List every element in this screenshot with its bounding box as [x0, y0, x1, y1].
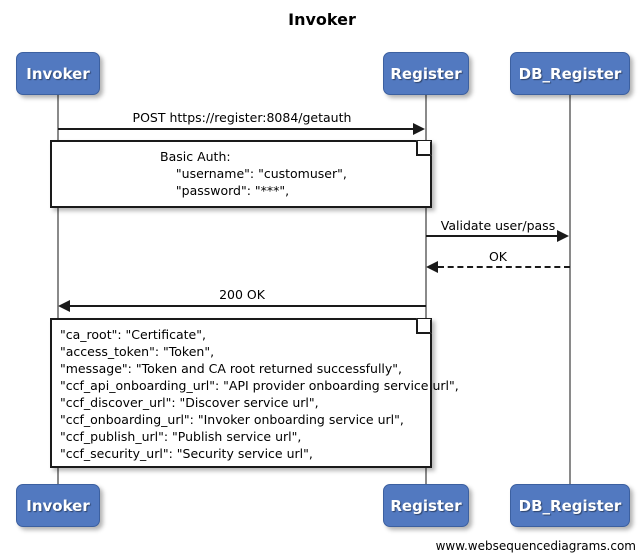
participant-label: Register [390, 64, 462, 83]
participant-invoker-bottom[interactable]: Invoker [16, 484, 100, 527]
lifeline-db-register [569, 95, 571, 491]
participant-label: DB_Register [518, 496, 622, 515]
note-response-line-5: "ccf_onboarding_url": "Invoker onboardin… [60, 412, 404, 427]
message-line-post-getauth [58, 128, 414, 130]
note-basic-auth-line-2: "password": "***", [160, 183, 290, 198]
note-response: "ca_root": "Certificate", "access_token"… [50, 318, 459, 468]
message-label-validate-user-pass: Validate user/pass [440, 218, 556, 233]
lifeline-invoker [57, 95, 59, 491]
note-response-line-3: "ccf_api_onboarding_url": "API provider … [60, 378, 459, 393]
participant-register-bottom[interactable]: Register [383, 484, 469, 527]
lifeline-register [425, 95, 427, 491]
page-title: Invoker [288, 10, 356, 29]
participant-label: DB_Register [518, 64, 622, 83]
participant-db-register-top[interactable]: DB_Register [510, 52, 630, 95]
note-basic-auth: Basic Auth: "username": "customuser", "p… [50, 140, 432, 208]
message-label-ok: OK [488, 249, 508, 264]
participant-label: Register [390, 496, 462, 515]
note-basic-auth-line-0: Basic Auth: [160, 149, 231, 164]
note-response-line-2: "message": "Token and CA root returned s… [60, 361, 403, 376]
participant-invoker-top[interactable]: Invoker [16, 52, 100, 95]
participant-label: Invoker [26, 496, 90, 515]
message-arrowhead-200-ok [58, 300, 70, 312]
message-arrowhead-validate-user-pass [557, 230, 569, 242]
message-label-post-getauth: POST https://register:8084/getauth [132, 110, 352, 125]
participant-label: Invoker [26, 64, 90, 83]
message-arrowhead-ok [426, 261, 438, 273]
note-response-line-7: "ccf_security_url": "Security service ur… [60, 446, 313, 461]
participant-db-register-bottom[interactable]: DB_Register [510, 484, 630, 527]
message-line-200-ok [70, 305, 426, 307]
message-line-ok [438, 266, 570, 268]
note-response-line-6: "ccf_publish_url": "Publish service url"… [60, 429, 302, 444]
footer-watermark: www.websequencediagrams.com [435, 539, 636, 553]
note-response-line-1: "access_token": "Token", [60, 344, 215, 359]
participant-register-top[interactable]: Register [383, 52, 469, 95]
note-response-line-0: "ca_root": "Certificate", [60, 327, 206, 342]
message-arrowhead-post-getauth [413, 123, 425, 135]
message-label-200-ok: 200 OK [219, 287, 265, 302]
message-line-validate-user-pass [426, 235, 558, 237]
note-basic-auth-line-1: "username": "customuser", [160, 166, 347, 181]
note-response-line-4: "ccf_discover_url": "Discover service ur… [60, 395, 319, 410]
